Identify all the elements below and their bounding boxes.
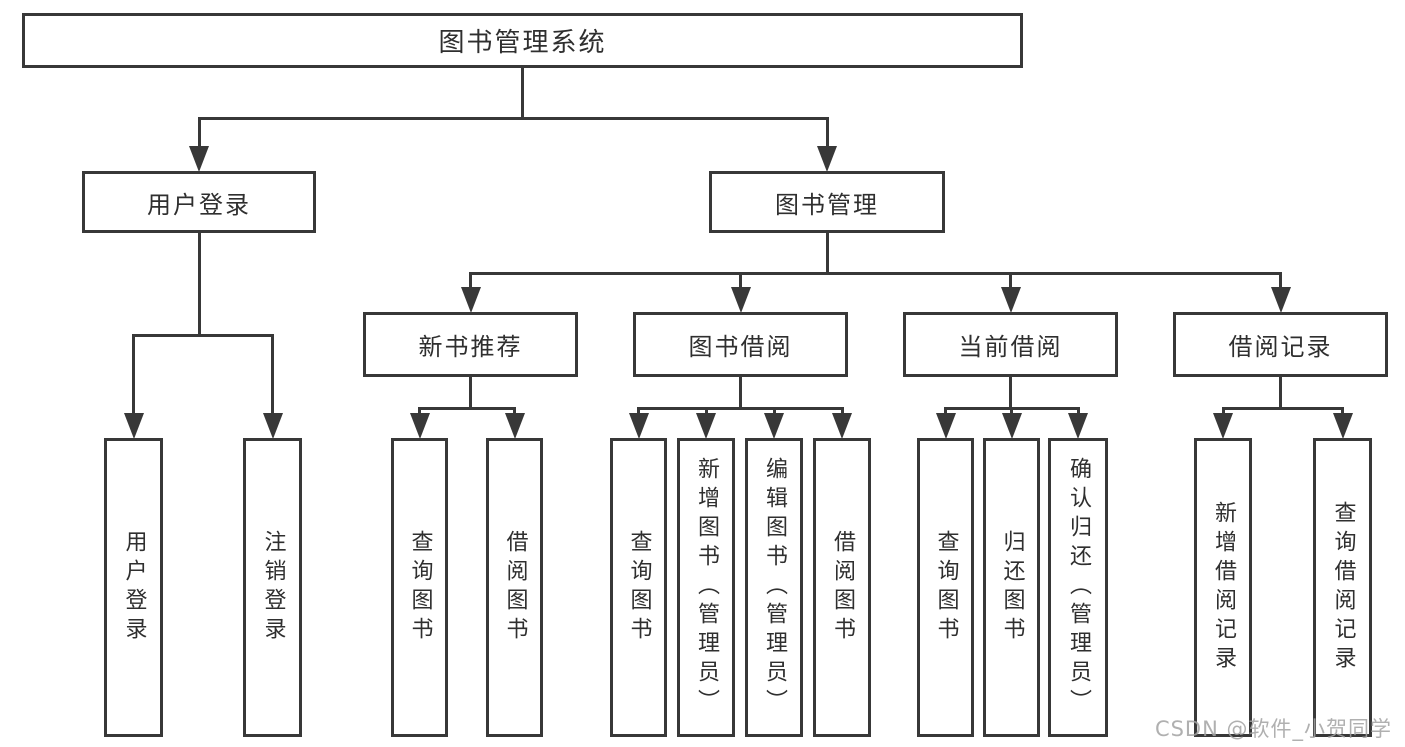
node-label-user-login-leaf: 用户登录 — [121, 529, 147, 646]
connector-line-vertical — [739, 273, 742, 288]
diagram-node-borrow-books-recommend: 借阅图书 — [486, 438, 543, 737]
node-label-query-books-borrowing: 查询图书 — [626, 529, 652, 646]
node-label-new-book-recommend: 新书推荐 — [418, 333, 523, 361]
connector-line-horizontal — [469, 271, 1282, 275]
arrowhead-down-icon — [189, 146, 209, 172]
arrowhead-down-icon — [123, 413, 144, 439]
connector-line-vertical — [271, 335, 274, 414]
node-label-borrowing-records: 借阅记录 — [1228, 333, 1333, 361]
diagram-node-confirm-return-admin: 确认归还（管理员） — [1048, 438, 1108, 737]
diagram-node-book-management: 图书管理 — [709, 171, 945, 233]
node-label-add-books-admin: 新增图书（管理员） — [694, 457, 719, 718]
connector-line-vertical — [469, 273, 472, 288]
connector-line-vertical — [197, 118, 201, 147]
arrowhead-down-icon — [1213, 413, 1233, 439]
node-label-book-management: 图书管理 — [775, 190, 879, 219]
arrowhead-down-icon — [1332, 413, 1353, 439]
connector-line-horizontal — [418, 406, 516, 410]
connector-line-vertical — [197, 233, 201, 337]
diagram-node-query-books-borrowing: 查询图书 — [610, 438, 667, 737]
node-label-borrow-books-borrowing: 借阅图书 — [830, 529, 855, 646]
node-label-query-books-recommend: 查询图书 — [407, 529, 433, 646]
connector-line-vertical — [944, 408, 947, 414]
diagram-node-edit-books-admin: 编辑图书（管理员） — [745, 438, 803, 737]
connector-line-vertical — [1221, 408, 1225, 414]
connector-line-vertical — [418, 408, 421, 414]
connector-line-vertical — [1010, 408, 1013, 414]
connector-line-vertical — [825, 233, 829, 275]
diagram-node-borrowing-records: 借阅记录 — [1173, 312, 1388, 377]
diagram-node-book-borrowing: 图书借阅 — [633, 312, 848, 377]
node-label-confirm-return-admin: 确认归还（管理员） — [1066, 457, 1091, 718]
arrowhead-down-icon — [460, 287, 481, 313]
node-label-query-books-current: 查询图书 — [933, 529, 959, 646]
diagram-node-user-login: 用户登录 — [82, 171, 316, 233]
arrowhead-down-icon — [262, 413, 283, 439]
connector-line-vertical — [132, 335, 135, 414]
connector-line-horizontal — [197, 116, 829, 120]
connector-line-horizontal — [1221, 406, 1344, 410]
connector-line-vertical — [1009, 377, 1012, 410]
connector-line-vertical — [513, 408, 516, 414]
diagram-node-new-book-recommend: 新书推荐 — [363, 312, 578, 377]
connector-line-vertical — [469, 377, 472, 410]
arrowhead-down-icon — [935, 413, 956, 439]
connector-line-vertical — [521, 68, 524, 120]
node-label-current-borrowing: 当前借阅 — [958, 333, 1063, 361]
diagram-node-query-borrow-record: 查询借阅记录 — [1313, 438, 1372, 737]
arrowhead-down-icon — [817, 146, 837, 172]
diagram-node-logout-leaf: 注销登录 — [243, 438, 302, 737]
connector-line-vertical — [704, 408, 708, 414]
connector-line-vertical — [1279, 377, 1282, 410]
diagram-node-borrow-books-borrowing: 借阅图书 — [813, 438, 871, 737]
diagram-node-add-books-admin: 新增图书（管理员） — [677, 438, 735, 737]
node-label-book-borrowing: 图书借阅 — [688, 333, 793, 361]
connector-line-vertical — [739, 377, 742, 410]
diagram-node-user-login-leaf: 用户登录 — [104, 438, 163, 737]
arrowhead-down-icon — [409, 413, 430, 439]
arrowhead-down-icon — [1068, 413, 1088, 439]
arrowhead-down-icon — [1001, 413, 1022, 439]
node-label-root: 图书管理系统 — [438, 28, 607, 58]
diagram-node-return-books: 归还图书 — [983, 438, 1040, 737]
node-label-logout-leaf: 注销登录 — [260, 529, 286, 646]
connector-line-vertical — [1279, 273, 1282, 288]
diagram-node-add-borrow-record: 新增借阅记录 — [1194, 438, 1252, 737]
connector-line-vertical — [772, 408, 776, 414]
diagram-node-root: 图书管理系统 — [22, 13, 1023, 68]
arrowhead-down-icon — [628, 413, 649, 439]
connector-line-vertical — [1341, 408, 1344, 414]
node-label-borrow-books-recommend: 借阅图书 — [502, 529, 528, 646]
arrowhead-down-icon — [1270, 287, 1291, 313]
connector-line-horizontal — [132, 333, 274, 337]
arrowhead-down-icon — [764, 413, 784, 439]
arrowhead-down-icon — [832, 413, 852, 439]
node-label-return-books: 归还图书 — [999, 529, 1025, 646]
node-label-add-borrow-record: 新增借阅记录 — [1211, 500, 1236, 675]
arrowhead-down-icon — [730, 287, 751, 313]
node-label-user-login: 用户登录 — [147, 190, 251, 219]
connector-line-vertical — [1009, 273, 1012, 288]
connector-line-vertical — [825, 118, 829, 147]
diagram-node-current-borrowing: 当前借阅 — [903, 312, 1118, 377]
watermark: CSDN @软件_小贺同学 — [1154, 717, 1392, 741]
node-label-query-borrow-record: 查询借阅记录 — [1330, 500, 1356, 675]
diagram-node-query-books-recommend: 查询图书 — [391, 438, 448, 737]
connector-line-vertical — [840, 408, 844, 414]
connector-line-vertical — [1076, 408, 1080, 414]
diagram-node-query-books-current: 查询图书 — [917, 438, 974, 737]
connector-line-horizontal — [637, 406, 844, 410]
connector-line-vertical — [637, 408, 640, 414]
arrowhead-down-icon — [1000, 287, 1021, 313]
arrowhead-down-icon — [696, 413, 716, 439]
arrowhead-down-icon — [504, 413, 525, 439]
node-label-edit-books-admin: 编辑图书（管理员） — [762, 457, 787, 718]
